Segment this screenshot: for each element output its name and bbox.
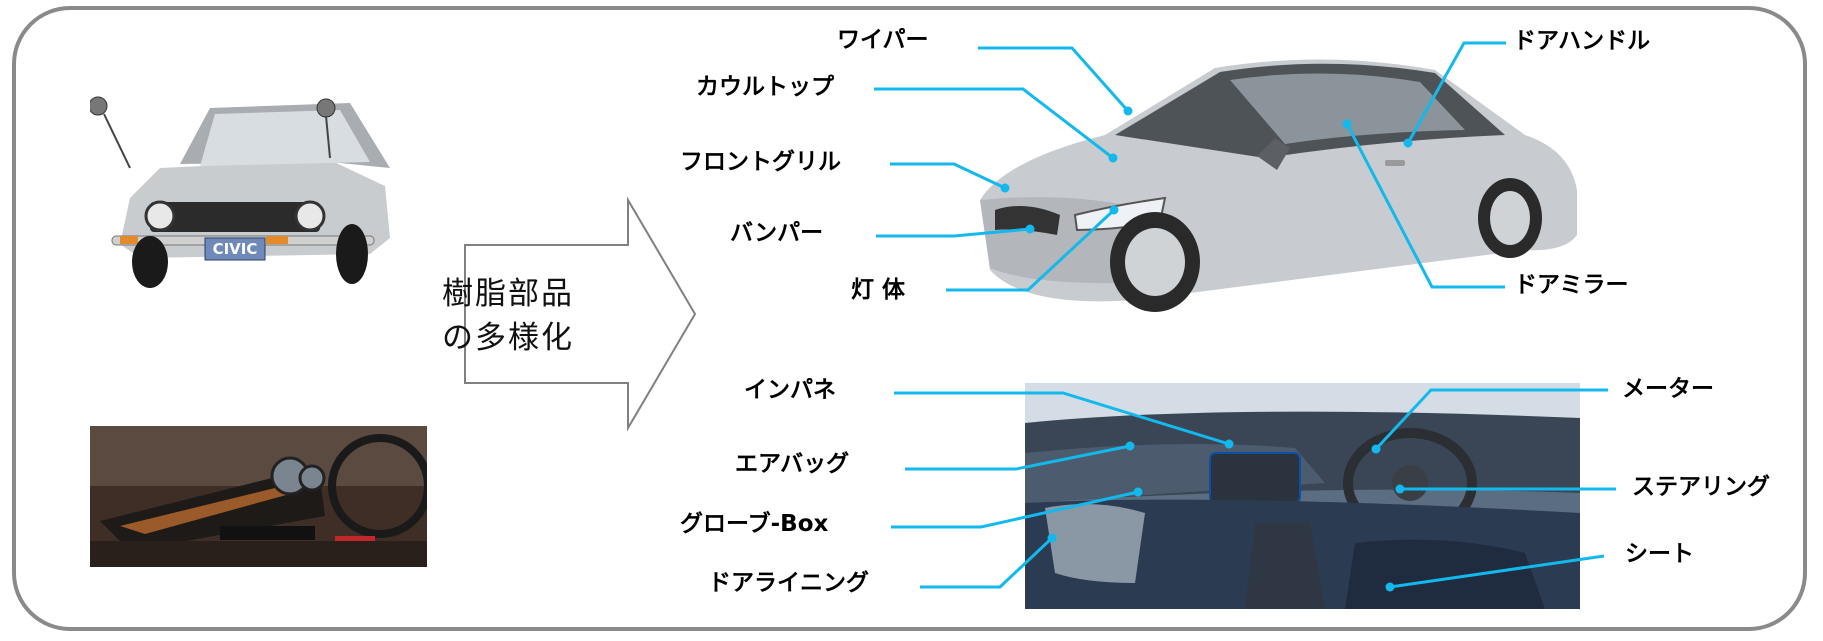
label-cowl-top: カウルトップ [696, 74, 834, 100]
label-airbag: エアバッグ [735, 451, 850, 477]
arrow-caption-line1: 樹脂部品 [442, 276, 574, 312]
label-glove-box: グローブ-Box [680, 511, 829, 537]
old-civic-interior-photo [90, 426, 427, 567]
label-instrument-panel: インパネ [744, 377, 836, 403]
label-door-handle: ドアハンドル [1513, 28, 1651, 54]
label-front-grille: フロントグリル [680, 149, 841, 175]
label-bumper: バンパー [730, 220, 824, 246]
civic-badge-text: CIVIC [213, 240, 258, 258]
label-wiper: ワイパー [837, 27, 929, 53]
arrow-caption-line2: の多様化 [442, 320, 574, 356]
label-lamp-body: 灯 体 [851, 277, 906, 303]
modern-civic-interior-photo [1025, 383, 1580, 609]
arrow-caption: 樹脂部品 の多様化 [442, 272, 642, 360]
label-seat: シート [1625, 541, 1694, 567]
label-door-lining: ドアライニング [708, 570, 869, 596]
label-steering: ステアリング [1632, 474, 1770, 500]
old-civic-exterior-photo: CIVIC [90, 58, 440, 298]
label-meter: メーター [1622, 376, 1714, 402]
modern-civic-exterior-photo [965, 40, 1580, 340]
label-door-mirror: ドアミラー [1514, 272, 1629, 298]
